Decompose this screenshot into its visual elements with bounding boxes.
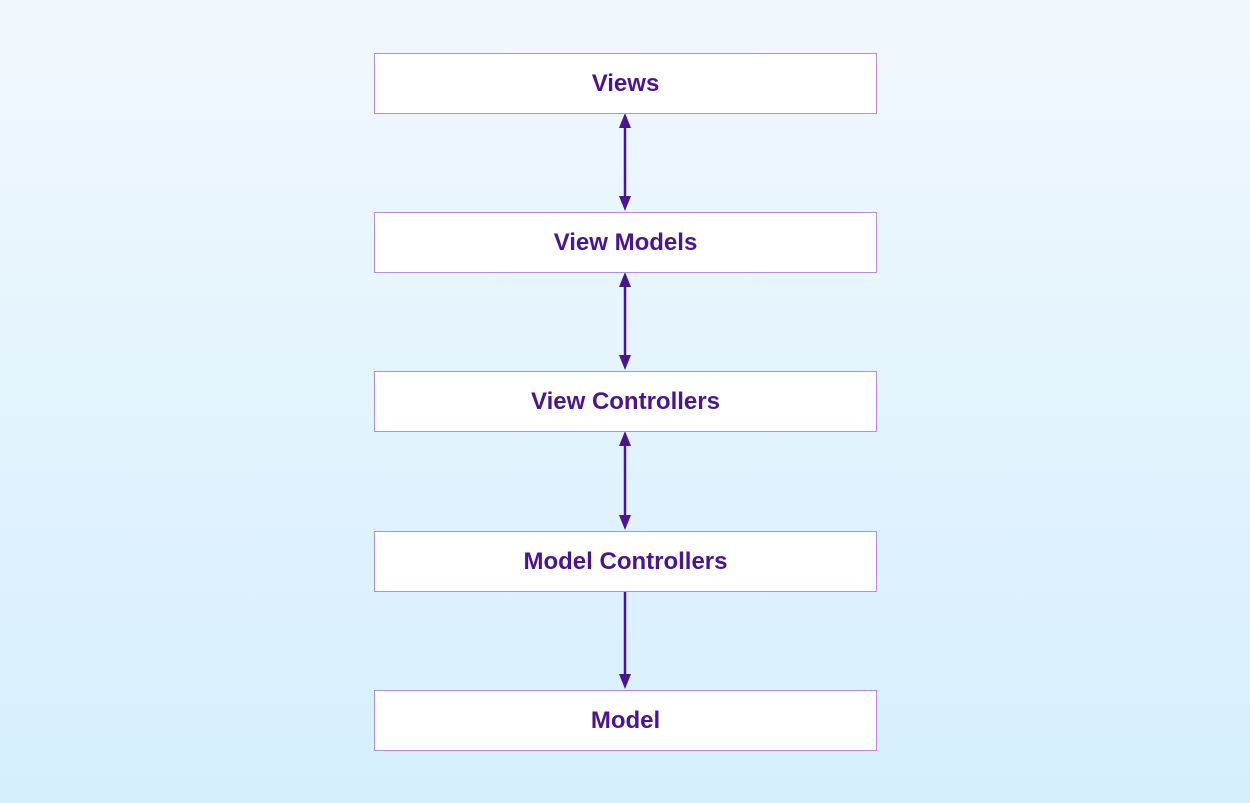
arrow-model-controllers-model bbox=[619, 591, 631, 689]
view-controllers-box: View Controllers bbox=[374, 371, 877, 432]
model-label: Model bbox=[590, 706, 661, 734]
view-models-box: View Models bbox=[374, 212, 877, 273]
arrow-views-view-models bbox=[619, 113, 631, 211]
views-label: Views bbox=[591, 69, 660, 97]
model-controllers-box: Model Controllers bbox=[374, 531, 877, 592]
view-controllers-label: View Controllers bbox=[531, 387, 720, 415]
model-controllers-label: Model Controllers bbox=[523, 547, 728, 575]
arrow-view-models-view-controllers bbox=[619, 272, 631, 370]
view-models-label: View Models bbox=[553, 228, 698, 256]
arrow-view-controllers-model-controllers bbox=[619, 431, 631, 530]
model-box: Model bbox=[374, 690, 877, 751]
views-box: Views bbox=[374, 53, 877, 114]
